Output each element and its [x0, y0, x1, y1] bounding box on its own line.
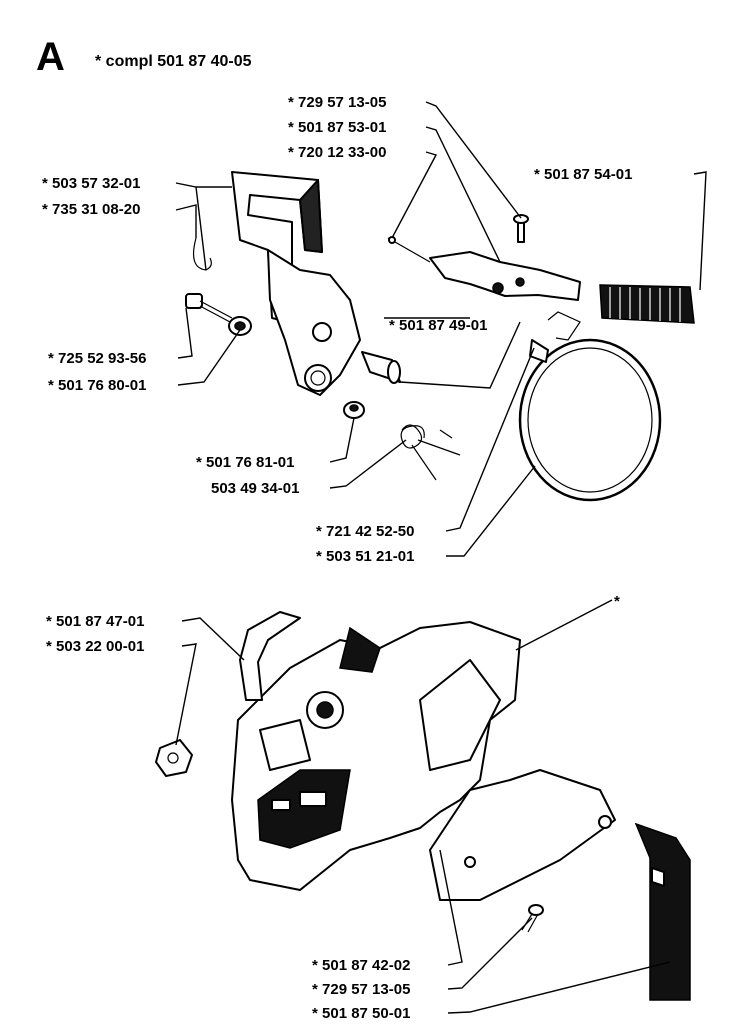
- label-721-42-52-50: * 721 42 52-50: [316, 523, 414, 540]
- label-503-49-34-01: 503 49 34-01: [211, 480, 299, 497]
- label-501-87-53-01: * 501 87 53-01: [288, 119, 386, 136]
- cover-plate-501-87-42-02: [429, 769, 616, 901]
- label-503-51-21-01: * 503 51 21-01: [316, 548, 414, 565]
- label-501-87-50-01: * 501 87 50-01: [312, 1005, 410, 1022]
- bushing-501-76-81-01: [343, 401, 365, 419]
- label-503-57-32-01: * 503 57 32-01: [42, 175, 140, 192]
- label-501-76-80-01: * 501 76 80-01: [48, 377, 146, 394]
- label-501-76-81-01: * 501 76 81-01: [196, 454, 294, 471]
- chain-brake-handle: [231, 171, 361, 396]
- pivot-pin-501-87-49-01: [361, 351, 401, 384]
- chain-guard-501-87-50-01: [634, 822, 691, 1001]
- brake-band-721-42-52-50: [518, 311, 662, 502]
- part-labels: * 729 57 13-05 * 501 87 53-01 * 720 12 3…: [42, 94, 632, 1022]
- section-letter: A: [36, 35, 65, 79]
- assembly-number: * compl 501 87 40-05: [95, 53, 252, 70]
- clip-501-87-47-01: [239, 611, 301, 701]
- screw-729-57-13-05: [521, 904, 544, 933]
- label-720-12-33-00: * 720 12 33-00: [288, 144, 386, 161]
- label-501-87-49-01: * 501 87 49-01: [389, 317, 487, 334]
- clutch-cover: [231, 621, 521, 891]
- label-501-87-42-02: * 501 87 42-02: [312, 957, 410, 974]
- washer-501-76-80-01: [228, 316, 252, 336]
- bolt-725-52-93-56: [185, 293, 233, 323]
- torsion-spring-503-49-34-01: [400, 424, 461, 481]
- label-503-22-00-01: * 503 22 00-01: [46, 638, 144, 655]
- label-725-52-93-56: * 725 52 93-56: [48, 350, 146, 367]
- label-501-87-54-01: * 501 87 54-01: [534, 166, 632, 183]
- label-735-31-08-20: * 735 31 08-20: [42, 201, 140, 218]
- nut-503-22-00-01: [155, 739, 193, 777]
- label-729-57-13-05-top: * 729 57 13-05: [288, 94, 386, 111]
- label-star: *: [614, 593, 620, 610]
- label-729-57-13-05-bottom: * 729 57 13-05: [312, 981, 410, 998]
- coil-spring-501-87-54-01: [599, 284, 695, 324]
- label-501-87-47-01: * 501 87 47-01: [46, 613, 144, 630]
- leader-lines: [175, 101, 707, 1014]
